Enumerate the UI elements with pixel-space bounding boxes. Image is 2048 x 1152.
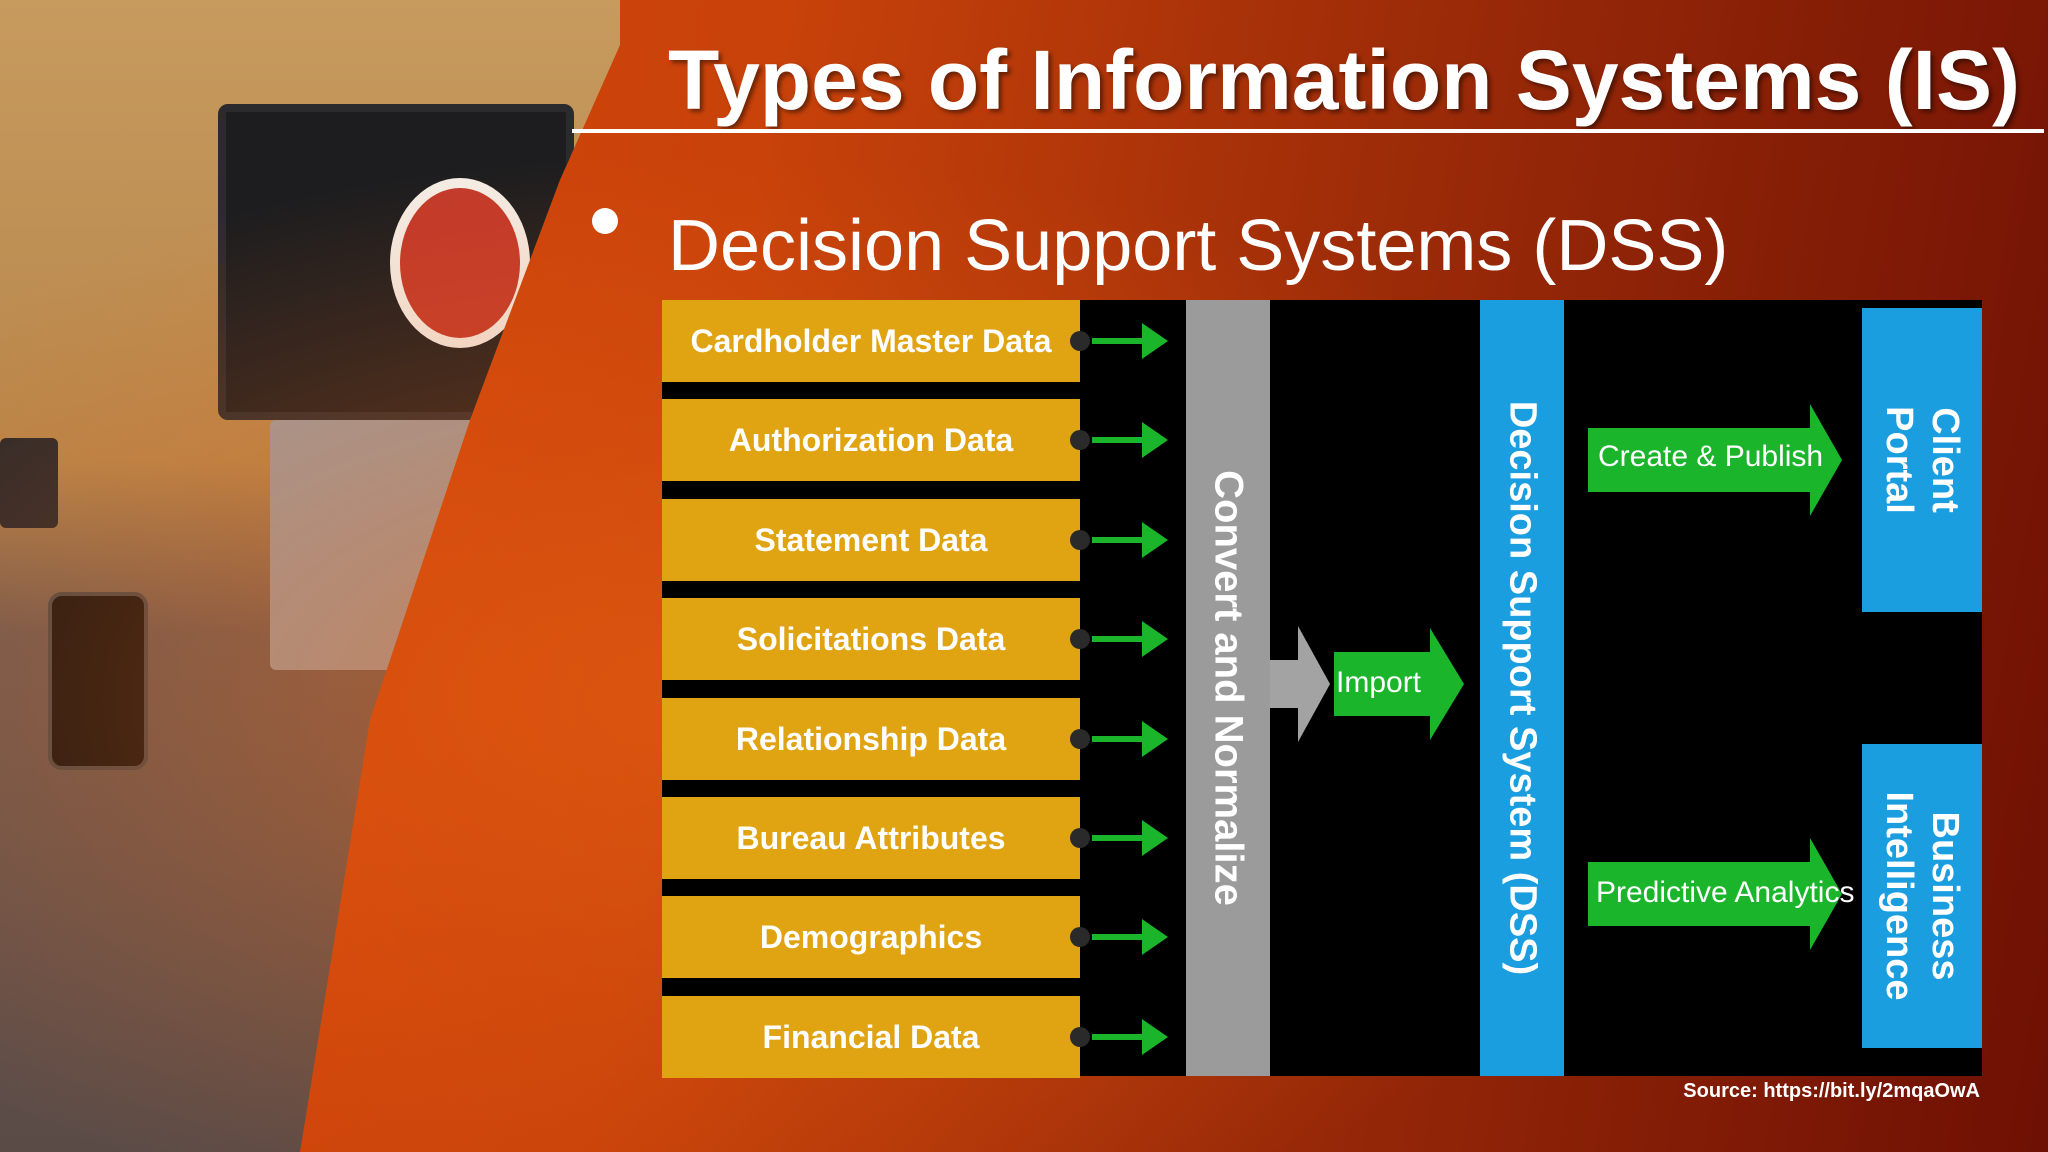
create-publish-label: Create & Publish [1598, 440, 1824, 473]
connector-dot [1070, 1026, 1090, 1047]
dss-label: Decision Support System (DSS) [1501, 400, 1544, 976]
dss-bar: Decision Support System (DSS) [1480, 300, 1564, 1076]
gray-arrow-icon [1270, 626, 1330, 742]
source-item: Statement Data [662, 498, 1080, 581]
desk-photo [0, 0, 620, 1152]
right-arrow-icon [1092, 720, 1168, 757]
connector-dot [1070, 927, 1090, 948]
right-arrow-icon [1092, 621, 1168, 658]
smartphone-icon [48, 592, 148, 770]
slide-title: Types of Information Systems (IS) [668, 33, 2020, 127]
source-citation: Source: https://bit.ly/2mqaOwA [1683, 1080, 1980, 1102]
create-publish-arrow-icon [1588, 404, 1842, 516]
source-item: Bureau Attributes [662, 797, 1080, 879]
connector-dot [1070, 430, 1090, 451]
client-portal-box: Client Portal [1862, 308, 1982, 612]
business-intelligence-label: Business Intelligence [1878, 791, 1966, 1001]
connector-dot [1070, 629, 1090, 650]
source-item: Solicitations Data [662, 598, 1080, 681]
client-portal-label: Client Portal [1878, 406, 1966, 514]
title-underline [572, 129, 2044, 133]
source-item: Demographics [662, 896, 1080, 979]
router-device [0, 438, 58, 528]
bullet-text: Decision Support Systems (DSS) [668, 206, 1729, 286]
right-arrow-icon [1092, 422, 1168, 459]
convert-normalize-bar: Convert and Normalize [1186, 300, 1270, 1076]
connector-dot [1070, 728, 1090, 749]
right-arrow-icon [1092, 820, 1168, 856]
connector-dot [1070, 331, 1090, 351]
import-arrow-icon [1334, 628, 1464, 740]
start-engine-badge [390, 178, 530, 348]
import-label: Import [1336, 666, 1422, 699]
source-item: Relationship Data [662, 697, 1080, 780]
source-item: Financial Data [662, 995, 1080, 1078]
connector-dot [1070, 529, 1090, 550]
connector-dot [1070, 828, 1090, 848]
source-item: Authorization Data [662, 399, 1080, 482]
predictive-analytics-arrow-icon [1588, 838, 1842, 950]
right-arrow-icon [1092, 919, 1168, 956]
right-arrow-icon [1092, 323, 1168, 359]
laptop-keyboard [270, 420, 510, 670]
bullet-point [592, 208, 618, 234]
right-arrow-icon [1092, 521, 1168, 558]
predictive-analytics-label: Predictive Analytics [1596, 876, 1855, 909]
business-intelligence-box: Business Intelligence [1862, 744, 1982, 1048]
source-item: Cardholder Master Data [662, 300, 1080, 382]
right-arrow-icon [1092, 1018, 1168, 1055]
convert-normalize-label: Convert and Normalize [1206, 470, 1251, 906]
